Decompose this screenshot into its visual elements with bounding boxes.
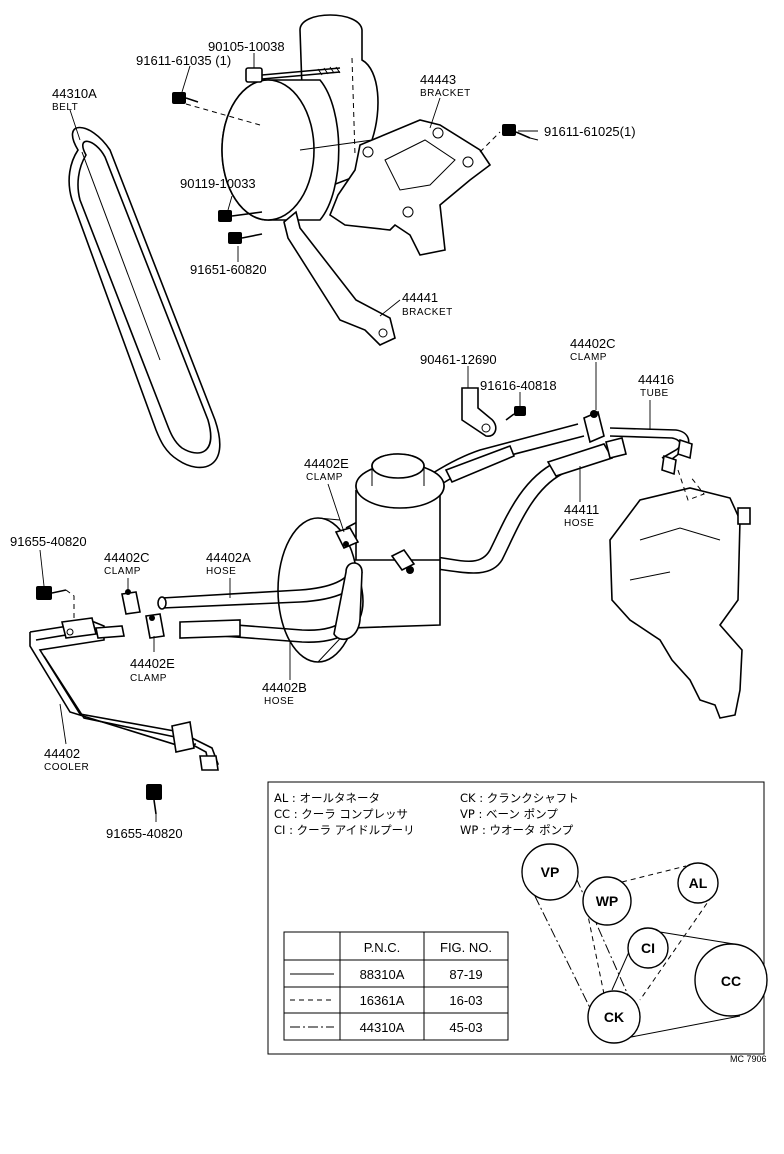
pulley-vp — [521, 843, 579, 901]
pulley-ck-label: CK — [604, 1009, 624, 1025]
pulley-cc-label: CC — [721, 973, 741, 989]
belt-routing-legend: AL : オールタネータ CC : クーラ コンプレッサ CI : クーラ アイ… — [267, 781, 768, 1055]
label-bracket-44441-name: BRACKET — [402, 307, 453, 318]
bolt-90105-10038 — [245, 66, 341, 83]
label-hose-44411-pn: 44411 — [564, 502, 599, 517]
label-bolt-90119-10033: 90119-10033 — [180, 176, 256, 191]
label-tube-44416-pn: 44416 — [638, 372, 674, 387]
legend-vp: VP : ベーン ポンプ — [460, 807, 558, 821]
label-bolt-91611-61035: 91611-61035 (1) — [136, 53, 231, 68]
label-bracket-44441-pn: 44441 — [402, 290, 438, 305]
label-tube-44416-name: TUBE — [640, 388, 669, 399]
pulley-wp — [582, 876, 632, 926]
part-labels: 90105-10038 91611-61035 (1) 44310A BELT … — [10, 39, 674, 841]
routing-belts — [526, 861, 741, 1039]
bolt-91651-60820 — [228, 232, 263, 244]
pulley-ci — [627, 927, 669, 969]
screw-91616-40818 — [505, 406, 526, 421]
pulley-cc — [694, 943, 768, 1017]
table-row-2-fig: 16-03 — [449, 993, 482, 1008]
vane-pump-top — [221, 14, 379, 221]
legend-ci: CI : クーラ アイドルプーリ — [274, 823, 415, 837]
label-clamp-44402c-top-pn: 44402C — [570, 336, 616, 351]
pulley-vp-label: VP — [541, 864, 560, 880]
label-clamp-44402c-top-name: CLAMP — [570, 352, 607, 363]
bolt-91655-40820-left — [36, 586, 75, 622]
reservoir-mid — [355, 453, 445, 571]
footer-code: MC 7906 — [730, 1054, 767, 1064]
fitting-mid — [390, 548, 416, 572]
label-clamp-44402c-left-pn: 44402C — [104, 550, 150, 565]
label-bolt-91651-60820: 91651-60820 — [190, 262, 267, 277]
label-hose-44402a-name: HOSE — [206, 566, 236, 577]
label-screw-91616-40818: 91616-40818 — [480, 378, 557, 393]
label-bracket-44443-pn: 44443 — [420, 72, 456, 87]
label-clip-90461-12690: 90461-12690 — [420, 352, 497, 367]
table-row-3-pnc: 44310A — [360, 1020, 405, 1035]
hose-44411 — [411, 437, 627, 574]
legend-cc: CC : クーラ コンプレッサ — [274, 807, 408, 821]
label-hose-44402b-name: HOSE — [264, 696, 294, 707]
leader-lines — [39, 53, 651, 822]
label-clamp-44402c-left-name: CLAMP — [104, 566, 141, 577]
pulley-al-label: AL — [689, 875, 708, 891]
bracket-44443 — [329, 119, 492, 256]
label-cooler-44402-pn: 44402 — [44, 746, 80, 761]
label-clamp-44402e-top-name: CLAMP — [306, 472, 343, 483]
clamp-44402e-low — [145, 613, 165, 639]
label-hose-44402b-pn: 44402B — [262, 680, 307, 695]
label-bolt-91655-40820-left: 91655-40820 — [10, 534, 87, 549]
clamp-44402c-left — [121, 589, 141, 615]
pulley-ci-label: CI — [641, 940, 655, 956]
clamp-44402e-top — [334, 527, 360, 550]
table-row-1-pnc: 88310A — [360, 967, 405, 982]
bolt-91611-61025 — [479, 124, 539, 153]
label-clamp-44402e-top-pn: 44402E — [304, 456, 349, 471]
clamp-44402c-top — [583, 410, 605, 444]
table-row-3-fig: 45-03 — [449, 1020, 482, 1035]
tube-44416 — [609, 427, 693, 476]
belt-44310a — [68, 126, 221, 469]
label-hose-44402a-pn: 44402A — [206, 550, 251, 565]
legend-ck: CK : クランクシャフト — [460, 791, 579, 805]
table-header-pnc: P.N.C. — [364, 940, 401, 955]
bracket-44441 — [283, 210, 396, 346]
pulley-ck — [587, 990, 641, 1044]
label-clamp-44402e-low-name: CLAMP — [130, 673, 167, 684]
label-bolt-91611-61025: 91611-61025(1) — [544, 124, 636, 139]
label-cooler-44402-name: COOLER — [44, 762, 89, 773]
label-bracket-44443-name: BRACKET — [420, 88, 471, 99]
clip-90461-12690 — [461, 387, 497, 437]
legend-wp: WP : ウオータ ポンプ — [460, 823, 574, 837]
bolt-91611-61035 — [172, 92, 199, 104]
label-clamp-44402e-low-pn: 44402E — [130, 656, 175, 671]
pulley-wp-label: WP — [596, 893, 619, 909]
label-belt-pn: 44310A — [52, 86, 97, 101]
table-row-1-fig: 87-19 — [449, 967, 482, 982]
pulley-al — [677, 862, 719, 904]
pnc-table: P.N.C. FIG. NO. 88310A 87-19 16361A 16-0… — [283, 931, 509, 1041]
bolt-90119-10033 — [218, 210, 263, 222]
label-belt-name: BELT — [52, 102, 78, 113]
hose-44402b — [179, 562, 364, 643]
table-row-2-pnc: 16361A — [360, 993, 405, 1008]
label-bolt-90105-10038: 90105-10038 — [208, 39, 285, 54]
label-bolt-91655-40820-bottom: 91655-40820 — [106, 826, 183, 841]
label-hose-44411-name: HOSE — [564, 518, 594, 529]
steering-gear-box — [609, 469, 751, 719]
cooler-44402 — [29, 617, 219, 771]
bolt-91655-40820-bottom — [146, 784, 162, 815]
legend-al: AL : オールタネータ — [274, 791, 380, 805]
table-header-fig: FIG. NO. — [440, 940, 492, 955]
